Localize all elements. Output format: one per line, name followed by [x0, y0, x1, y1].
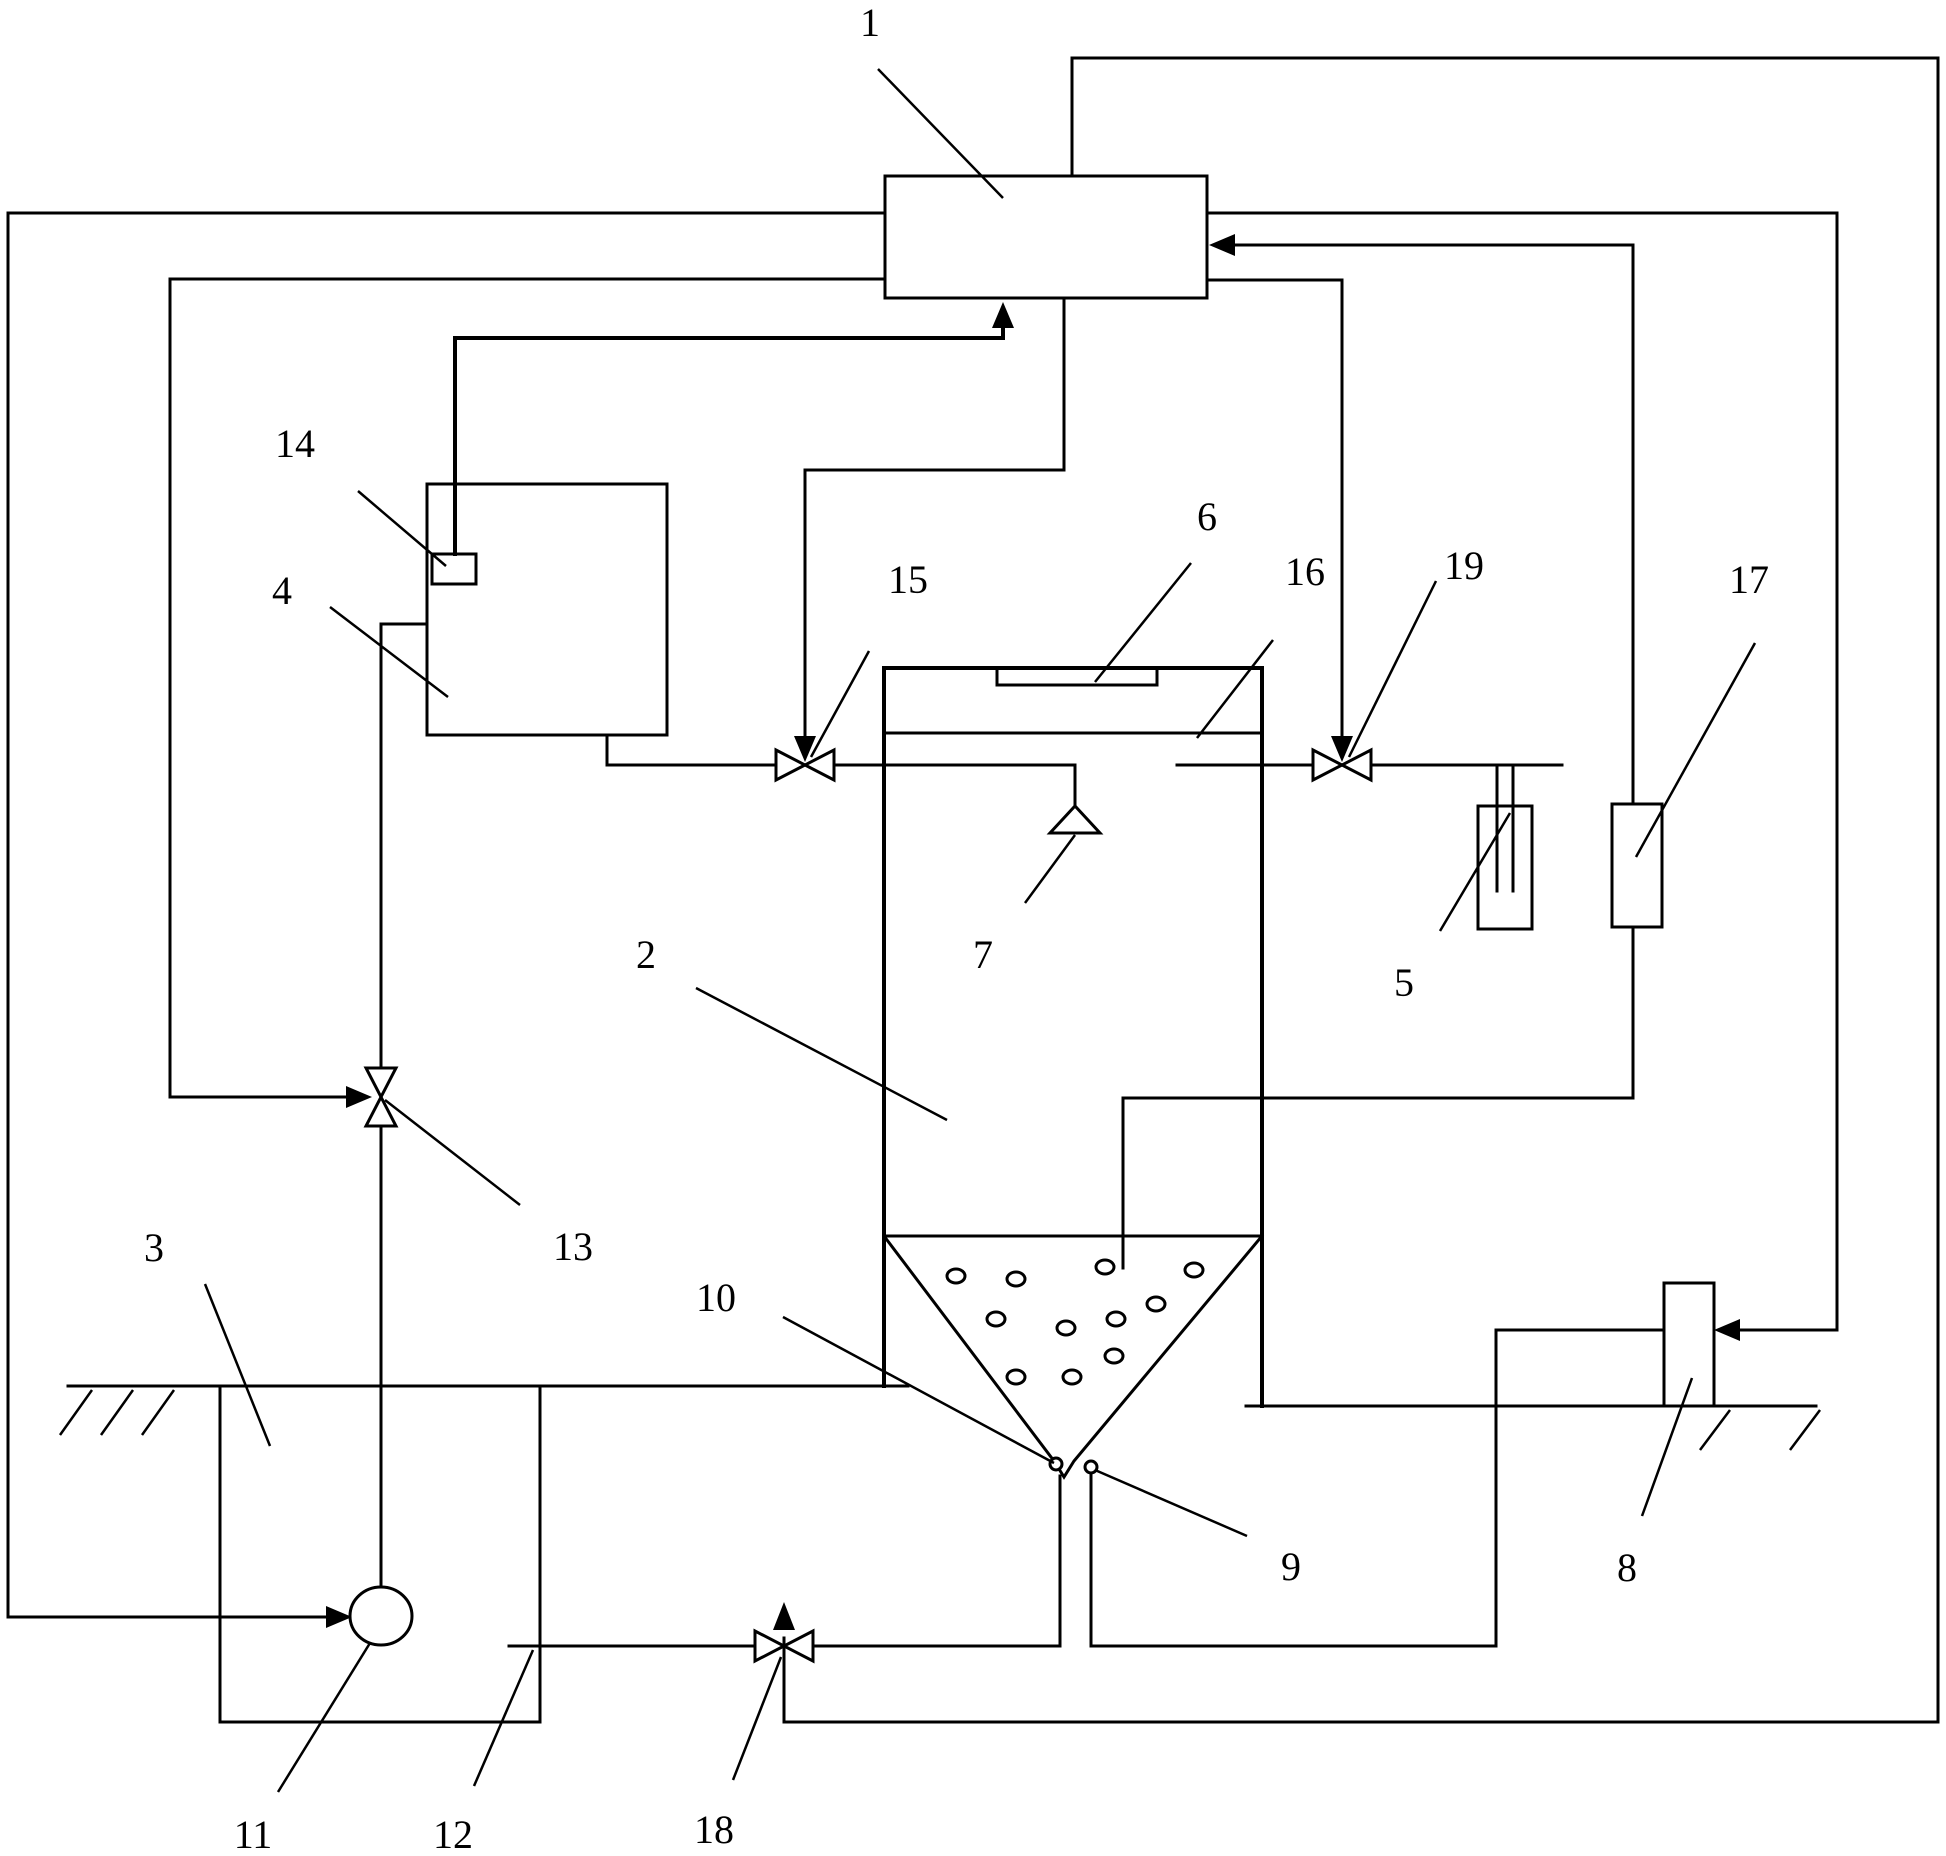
arrowhead-controller-bottom — [992, 302, 1014, 328]
particle — [1094, 1258, 1116, 1276]
label-6: 6 — [1197, 494, 1217, 539]
label-7: 7 — [973, 932, 993, 977]
label-19: 19 — [1444, 543, 1484, 588]
label-5: 5 — [1394, 960, 1414, 1005]
level-sensor-14 — [430, 552, 478, 586]
particle — [1061, 1368, 1083, 1386]
cone-sides — [881, 1233, 1265, 1480]
reactor-wall-left — [882, 666, 1264, 1408]
label-12: 12 — [433, 1812, 473, 1856]
particle — [1183, 1261, 1205, 1279]
particle — [1055, 1319, 1077, 1337]
valve-13-leader — [384, 1099, 521, 1206]
level-sensor-leader — [357, 490, 447, 567]
particle — [1145, 1295, 1167, 1313]
valve-18-right — [780, 1628, 815, 1664]
tank-outlet-pipe — [605, 733, 778, 767]
label-13: 13 — [553, 1224, 593, 1269]
drain-pipe-right — [1089, 1328, 1666, 1648]
sensor-17 — [1610, 802, 1664, 929]
valve-15-right — [801, 747, 836, 783]
pipe-12-leader — [472, 1649, 535, 1787]
sump-leader — [203, 1283, 272, 1447]
label-9: 9 — [1281, 1544, 1301, 1589]
sensor-17-probe-line — [1121, 925, 1635, 1270]
particle — [1005, 1368, 1027, 1386]
arrowhead-valve-15 — [794, 736, 816, 762]
label-18: 18 — [694, 1807, 734, 1852]
line-to-valve-13 — [168, 277, 887, 1099]
nozzle-feed-pipe — [832, 763, 1077, 807]
arrowhead-meter-8 — [1714, 1319, 1740, 1341]
pump-leader — [276, 1642, 372, 1793]
label-11: 11 — [234, 1812, 273, 1856]
valve-15-leader — [809, 650, 871, 758]
valve-18-left — [753, 1628, 788, 1664]
nozzle-leader — [1023, 834, 1077, 904]
valve-13-bottom — [363, 1093, 399, 1128]
ground-hatch-right — [1699, 1409, 1821, 1451]
valve-19-leader — [1347, 580, 1438, 758]
line-to-valve-15 — [803, 296, 1066, 742]
arrowhead-controller-right — [1209, 234, 1235, 256]
line-to-meter-8 — [1205, 211, 1839, 1332]
ground-hatch-left — [58, 1389, 176, 1436]
port-10-leader — [782, 1315, 1055, 1465]
component-6 — [995, 666, 1159, 687]
arrowhead-valve-13 — [346, 1086, 372, 1108]
particle — [945, 1267, 967, 1285]
spray-nozzle-7 — [1046, 803, 1104, 835]
sump-3 — [218, 1384, 542, 1724]
label-10: 10 — [696, 1275, 736, 1320]
frame-line-right — [782, 56, 1940, 1724]
label-16: 16 — [1285, 549, 1325, 594]
arrowhead-pump — [326, 1606, 352, 1628]
drain-pipe-left — [810, 1474, 1062, 1648]
arrowhead-valve-19 — [1331, 736, 1353, 762]
particle — [985, 1310, 1007, 1328]
controller-box — [883, 174, 1209, 300]
line-sensor-17-to-controller — [1232, 243, 1635, 806]
tank-4 — [425, 482, 669, 737]
label-2: 2 — [636, 932, 656, 977]
line-to-valve-19 — [1205, 278, 1344, 742]
component-6-leader — [1094, 562, 1192, 683]
line-sensor-14-to-controller — [453, 326, 1005, 556]
sensor-17-leader — [1634, 642, 1757, 858]
particle — [1103, 1347, 1125, 1365]
callout-labels: 1 2 3 4 5 6 7 8 9 10 11 12 13 14 15 16 1… — [144, 0, 1769, 1856]
port-9-leader — [1094, 1468, 1248, 1538]
valve-18-leader — [731, 1656, 783, 1781]
arrowhead-valve-18 — [773, 1602, 795, 1630]
particle — [1005, 1270, 1027, 1288]
valve-13-top — [363, 1066, 399, 1101]
valve-19-right — [1338, 747, 1373, 783]
media-particles — [945, 1258, 1205, 1386]
label-14: 14 — [275, 421, 315, 466]
sensor-5 — [1476, 804, 1534, 931]
valve-15-left — [774, 747, 809, 783]
meter-leader — [1640, 1377, 1694, 1517]
sensor-5-leader — [1438, 812, 1512, 932]
pump-riser — [379, 622, 429, 1588]
label-8: 8 — [1617, 1545, 1637, 1590]
tank-leader — [329, 606, 449, 698]
label-17: 17 — [1729, 557, 1769, 602]
label-4: 4 — [272, 568, 292, 613]
port-10 — [1048, 1456, 1064, 1472]
particle — [1105, 1310, 1127, 1328]
valve-19-left — [1311, 747, 1346, 783]
frame-line-left — [6, 211, 887, 1619]
meter-8 — [1662, 1281, 1716, 1408]
controller-leader — [877, 68, 1004, 199]
reactor-leader — [695, 986, 948, 1122]
label-1: 1 — [860, 0, 880, 45]
pump-11 — [348, 1585, 414, 1647]
label-3: 3 — [144, 1225, 164, 1270]
component-16-leader — [1196, 639, 1274, 739]
label-15: 15 — [888, 557, 928, 602]
